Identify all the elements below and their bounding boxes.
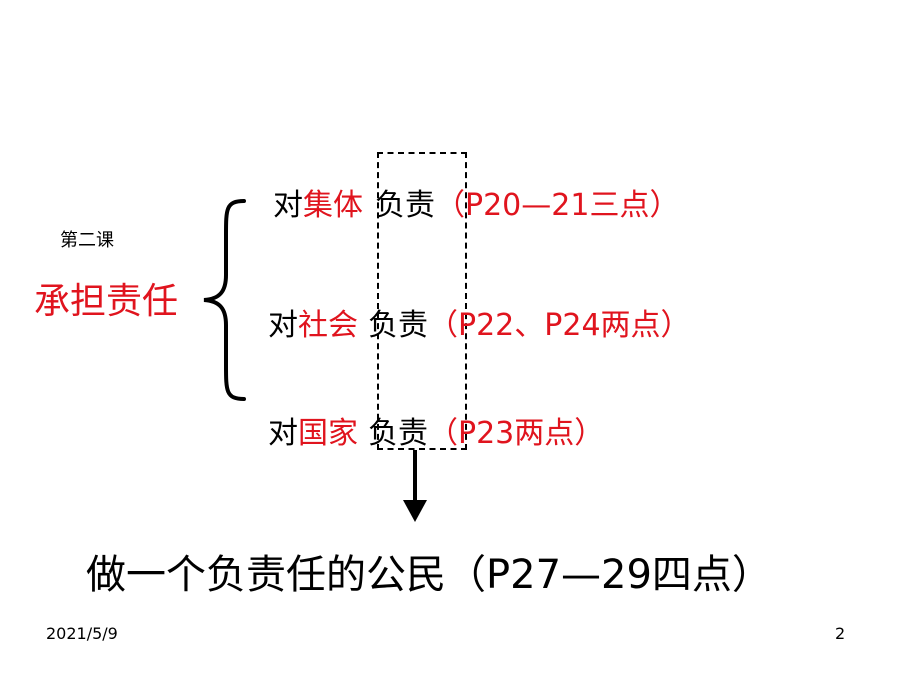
lesson-label: 第二课 [60, 230, 114, 251]
row-prefix: 对 [268, 416, 298, 451]
row-prefix: 对 [273, 188, 303, 223]
row-verb: 负责 [375, 188, 435, 223]
slide-topic: 承担责任 [34, 281, 179, 322]
arrow-down-icon [403, 450, 427, 522]
row-target: 集体 [303, 188, 363, 223]
footer-date: 2021/5/9 [46, 624, 118, 643]
row-target: 社会 [298, 308, 358, 343]
row-reference: （P23两点） [428, 416, 605, 451]
row-verb: 负责 [368, 308, 428, 343]
row-reference: （P20—21三点） [435, 188, 680, 223]
highlight-box [377, 152, 467, 450]
row-prefix: 对 [268, 308, 298, 343]
row-target: 国家 [298, 416, 358, 451]
row-reference: （P22、P24两点） [428, 308, 691, 343]
responsibility-row-collective: 对集体负责（P20—21三点） [273, 180, 679, 224]
responsibility-row-nation: 对国家负责（P23两点） [268, 408, 604, 452]
responsibility-row-society: 对社会负责（P22、P24两点） [268, 300, 691, 344]
conclusion-text: 做一个负责任的公民（P27—29四点） [86, 552, 772, 598]
curly-brace-icon [203, 199, 246, 401]
row-verb: 负责 [368, 416, 428, 451]
page-number: 2 [835, 624, 846, 643]
